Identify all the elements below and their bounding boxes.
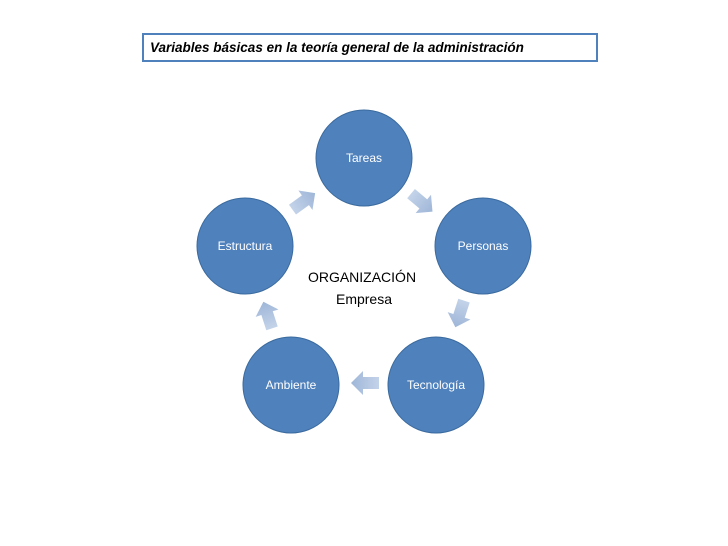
node-personas-circle	[434, 197, 532, 295]
arrow-tecnologia-to-ambiente	[351, 371, 379, 395]
node-tareas-label: Tareas	[346, 151, 382, 165]
node-ambiente-label: Ambiente	[266, 378, 317, 392]
node-tareas-circle	[315, 109, 413, 207]
diagram-title: Variables básicas en la teoría general d…	[150, 40, 524, 55]
arrow-estructura-to-tareas	[288, 190, 316, 215]
diagram-title-box: Variables básicas en la teoría general d…	[142, 33, 598, 62]
center-label-line2: Empresa	[336, 291, 392, 307]
node-personas: Personas	[434, 197, 532, 295]
arrow-ambiente-to-estructura	[255, 301, 279, 331]
node-tareas: Tareas	[315, 109, 413, 207]
node-personas-label: Personas	[458, 239, 509, 253]
arrow-tareas-to-personas	[407, 189, 433, 214]
node-tecnologia-label: Tecnología	[407, 378, 465, 392]
arrow-personas-to-tecnologia	[447, 298, 471, 328]
node-tecnologia: Tecnología	[387, 336, 485, 434]
node-estructura: Estructura	[196, 197, 294, 295]
node-ambiente-circle	[242, 336, 340, 434]
node-tecnologia-circle	[387, 336, 485, 434]
node-estructura-label: Estructura	[218, 239, 273, 253]
node-ambiente: Ambiente	[242, 336, 340, 434]
node-estructura-circle	[196, 197, 294, 295]
center-label-line1: ORGANIZACIÓN	[308, 269, 416, 285]
